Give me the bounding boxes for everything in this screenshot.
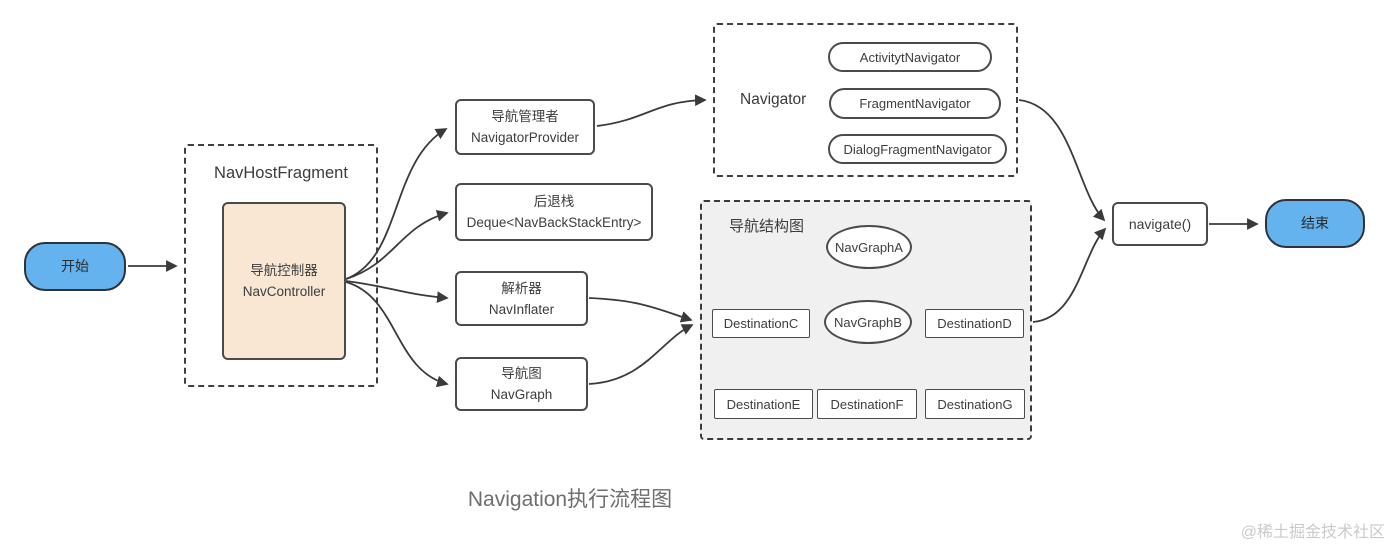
navcontroller-label-cn: 导航控制器 [250, 263, 318, 278]
backstack-label-cn: 后退栈 [533, 194, 575, 209]
navigate-node: navigate() [1112, 202, 1208, 246]
destinationg-node: DestinationG [925, 389, 1025, 419]
backstack-node: 后退栈 Deque<NavBackStackEntry> [455, 183, 653, 241]
diagram-title: Navigation执行流程图 [467, 488, 673, 511]
navigator-group-label: Navigator [740, 91, 807, 108]
navinflater-node: 解析器 NavInflater [455, 271, 588, 326]
navinflater-label-cn: 解析器 [501, 280, 542, 296]
navinflater-label-en: NavInflater [488, 301, 555, 317]
start-node: 开始 [24, 242, 126, 291]
navgraph-node: 导航图 NavGraph [455, 357, 588, 411]
start-label: 开始 [61, 258, 89, 274]
dialogfragment-navigator-node: DialogFragmentNavigator [828, 134, 1007, 164]
navcontroller-node: 导航控制器 NavController [222, 202, 346, 360]
nav-structure-label: 导航结构图 [729, 218, 805, 235]
arrow-inflater-to-structure-group [588, 297, 693, 323]
navcontroller-label-en: NavController [242, 284, 326, 299]
navgraph-label-cn: 导航图 [501, 366, 542, 381]
navgrapha-node: NavGraphA [826, 225, 912, 269]
navigator-group: Navigator ActivitytNavigator FragmentNav… [713, 23, 1018, 177]
end-label: 结束 [1301, 215, 1329, 231]
destinationc-node: DestinationC [712, 309, 810, 338]
activity-navigator-node: ActivitytNavigator [828, 42, 992, 72]
fragment-navigator-node: FragmentNavigator [829, 88, 1001, 119]
watermark: @稀土掘金技术社区 [1240, 524, 1385, 541]
navgraphb-node: NavGraphB [824, 300, 912, 344]
navhostfragment-label: NavHostFragment [214, 164, 348, 182]
navgraph-label-en: NavGraph [490, 387, 553, 402]
destinationf-node: DestinationF [817, 389, 917, 419]
arrow-navgraph-to-structure-group [588, 324, 694, 385]
navigatorprovider-label-cn: 导航管理者 [491, 109, 559, 124]
arrow-structure-group-to-navigate [1032, 227, 1107, 323]
destinationd-node: DestinationD [925, 309, 1024, 338]
navigatorprovider-node: 导航管理者 NavigatorProvider [455, 99, 595, 155]
end-node: 结束 [1265, 199, 1365, 248]
arrow-provider-to-navigator-group [596, 94, 707, 127]
backstack-label-en: Deque<NavBackStackEntry> [466, 215, 642, 230]
nav-structure-group: 导航结构图 NavGraphA DestinationC NavGraphB D… [700, 200, 1032, 440]
navigatorprovider-label-en: NavigatorProvider [470, 130, 580, 145]
destinatione-node: DestinationE [714, 389, 813, 419]
navhostfragment-group: NavHostFragment 导航控制器 NavController [184, 144, 378, 387]
